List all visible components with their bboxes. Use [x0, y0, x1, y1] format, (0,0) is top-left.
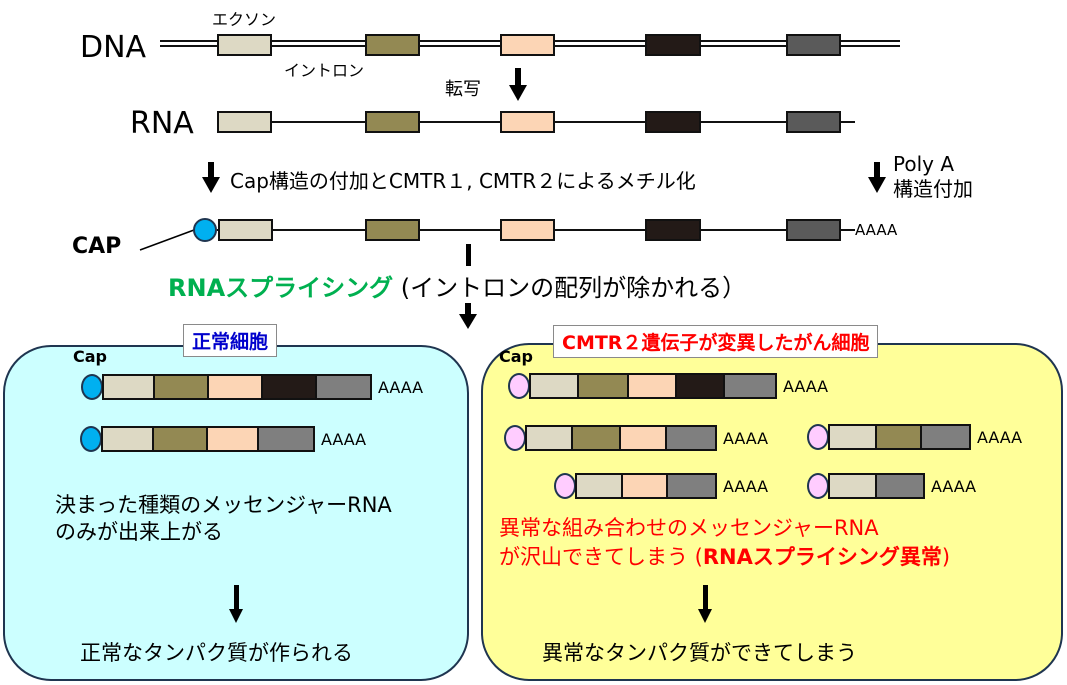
dna-exon-4: [645, 34, 701, 56]
cancer-mrna-2: AAAA: [504, 425, 768, 451]
cap-circle: [807, 473, 829, 499]
cap-circle: [504, 425, 526, 451]
exon-label: エクソン: [212, 10, 277, 29]
rna-exon-3: [500, 111, 555, 133]
cancer-mrna-1: AAAA: [508, 373, 828, 399]
rna-exon-1: [217, 111, 272, 133]
intron-label: イントロン: [284, 61, 365, 80]
polya-step-line1: Poly A: [893, 152, 955, 176]
normal-cell-title: 正常細胞: [183, 324, 278, 357]
rna-exon-4: [645, 111, 701, 133]
cancer-mrna-3: AAAA: [807, 424, 1022, 450]
polya-tail: AAAA: [931, 476, 977, 496]
normal-cap-label: Cap: [73, 347, 107, 366]
dna-label: DNA: [80, 30, 147, 65]
cancer-cap-label: Cap: [499, 347, 533, 366]
cap-circle: [554, 473, 576, 499]
cancer-mrna-5: AAAA: [807, 473, 976, 499]
polya-tail: AAAA: [783, 376, 829, 396]
cap-pointer-line: [139, 229, 195, 251]
cancer-mrna-4: AAAA: [554, 473, 768, 499]
polya-tail: AAAA: [723, 476, 769, 496]
cancer-result-line1: 異常な組み合わせのメッセンジャーRNA: [499, 516, 879, 540]
cancer-result-line2: が沢山できてしまう (RNAスプライシング異常): [499, 545, 951, 569]
transcription-label: 転写: [445, 79, 481, 100]
normal-outcome: 正常なタンパク質が作られる: [80, 641, 353, 665]
normal-mrna-2: AAAA: [80, 426, 366, 452]
normal-result-line1: 決まった種類のメッセンジャーRNA: [55, 493, 392, 517]
dna-exon-5: [786, 34, 841, 56]
splicing-note: (イントロンの配列が除かれる）: [400, 274, 747, 302]
dna-exon-1: [217, 34, 272, 56]
polya-tail: AAAA: [321, 429, 367, 449]
polya-tail: AAAA: [977, 427, 1023, 447]
cap-circle: [80, 426, 102, 452]
polya-tail: AAAA: [855, 221, 898, 239]
cancer-cell-title: CMTR２遺伝子が変異したがん細胞: [553, 325, 879, 358]
dna-exon-3: [500, 34, 555, 56]
rna-exon-5: [786, 111, 841, 133]
splicing-label: RNAスプライシング (イントロンの配列が除かれる）: [168, 268, 746, 303]
cap-circle: [807, 424, 829, 450]
polya-tail: AAAA: [723, 428, 769, 448]
normal-result-line2: のみが出来上がる: [55, 520, 223, 544]
cap-label: CAP: [72, 234, 122, 259]
polya-tail: AAAA: [378, 377, 424, 397]
normal-cell-panel: [3, 345, 469, 681]
rna-exon-2: [365, 111, 420, 133]
cancer-outcome: 異常なタンパク質ができてしまう: [542, 641, 857, 665]
cap-circle: [193, 218, 217, 242]
splicing-abnormal-label: RNAスプライシング異常: [702, 545, 942, 569]
splice-marker: [466, 244, 471, 266]
polya-step-line2: 構造付加: [893, 177, 973, 201]
dna-exon-2: [365, 34, 420, 56]
splicing-title: RNAスプライシング: [168, 274, 394, 302]
cap-circle: [81, 374, 103, 400]
cap-circle: [508, 373, 530, 399]
normal-mrna-1: AAAA: [81, 374, 423, 400]
rna-label: RNA: [130, 106, 194, 141]
cap-step-label: Cap構造の付加とCMTR１, CMTR２によるメチル化: [230, 169, 696, 193]
